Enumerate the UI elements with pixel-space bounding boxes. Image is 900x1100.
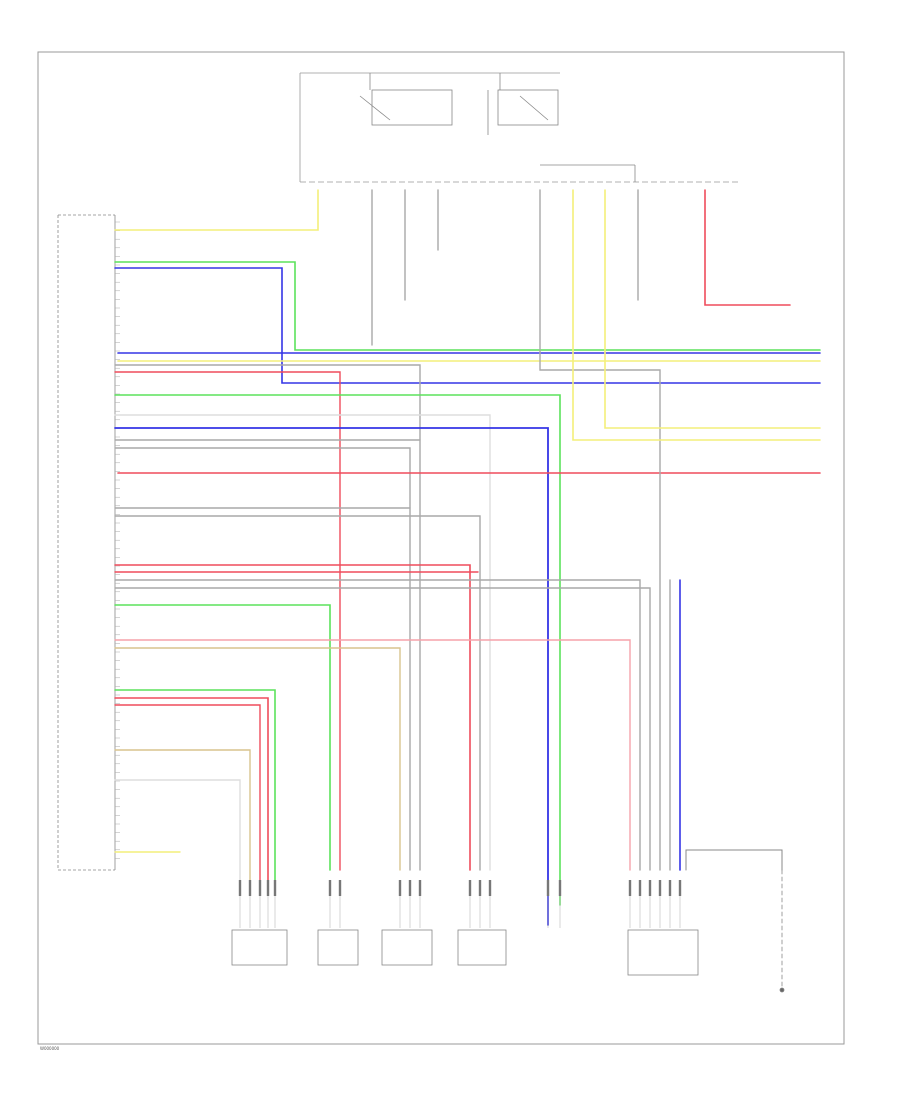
pin-contact [408,880,412,896]
component-4 [457,929,507,966]
relay-2 [497,89,559,126]
components [231,929,785,993]
component-2 [317,929,359,966]
pin-contact [488,880,492,896]
pin-contact [248,880,252,896]
pin-contact [648,880,652,896]
pin-contact [558,880,562,896]
component-3 [381,929,433,966]
junction-block [299,72,738,183]
component-6 [627,929,699,976]
pin-contact [338,880,342,896]
pin-contact [266,880,270,896]
wire-harness [114,189,821,991]
pin-contact [478,880,482,896]
control-module [57,214,116,871]
pin-contact [678,880,682,896]
component-1 [231,929,288,966]
pin-contact [546,880,550,896]
ground-point [779,987,785,993]
pin-contact [628,880,632,896]
pin-contact [258,880,262,896]
module-pins [115,221,120,859]
pin-contact [638,880,642,896]
pin-contact [468,880,472,896]
pin-contact [658,880,662,896]
footer-code: W000000 [40,1046,60,1051]
relay-1 [371,89,453,126]
connector-pins [238,880,682,928]
pin-contact [668,880,672,896]
pin-contact [238,880,242,896]
pin-contact [398,880,402,896]
page-frame [37,51,845,1045]
pin-contact [328,880,332,896]
pin-contact [418,880,422,896]
pin-contact [273,880,277,896]
